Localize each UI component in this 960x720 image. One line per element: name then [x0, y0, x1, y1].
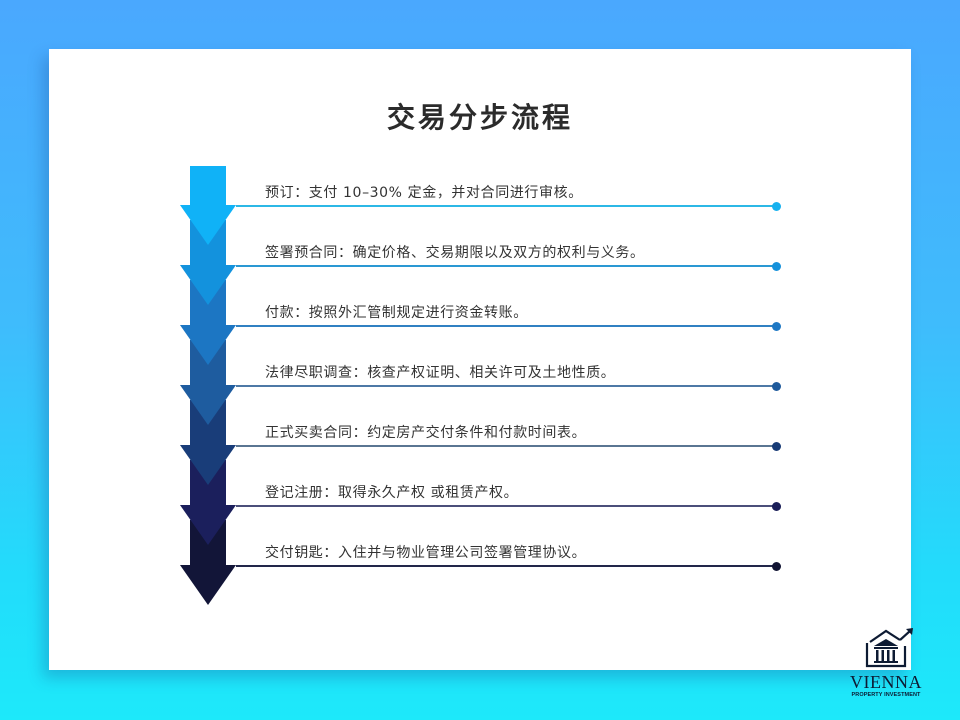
- step-item: 预订：支付 10–30% 定金，并对合同进行审核。: [236, 185, 781, 229]
- arrow-down-icon: [180, 385, 236, 425]
- step-item: 正式买卖合同：约定房产交付条件和付款时间表。: [236, 425, 781, 469]
- step-connector-line: [236, 505, 776, 507]
- step-end-dot: [772, 501, 781, 511]
- step-label: 签署预合同：确定价格、交易期限以及双方的权利与义务。: [265, 245, 645, 261]
- step-connector-line: [236, 565, 776, 567]
- arrow-shaft: [190, 166, 226, 205]
- step-label: 登记注册：取得永久产权 或租赁产权。: [265, 485, 519, 501]
- step-label: 正式买卖合同：约定房产交付条件和付款时间表。: [265, 425, 587, 441]
- step-end-dot: [772, 321, 781, 331]
- step-label: 法律尽职调查：核查产权证明、相关许可及土地性质。: [265, 365, 616, 381]
- arrow-down-icon: [180, 205, 236, 245]
- logo-name: VIENNA: [850, 672, 922, 692]
- slide-title: 交易分步流程: [386, 101, 573, 134]
- step-end-dot: [772, 201, 781, 211]
- step-connector-line: [236, 385, 776, 387]
- step-label: 预订：支付 10–30% 定金，并对合同进行审核。: [265, 185, 583, 201]
- arrow-down-icon: [180, 265, 236, 305]
- step-label: 交付钥匙：入住并与物业管理公司签署管理协议。: [265, 545, 587, 561]
- step-label: 付款：按照外汇管制规定进行资金转账。: [265, 305, 528, 321]
- step-arrow: [180, 166, 236, 245]
- company-logo: VIENNA PROPERTY INVESTMENT: [842, 626, 930, 702]
- arrow-down-icon: [180, 445, 236, 485]
- arrow-down-icon: [180, 325, 236, 365]
- step-connector-line: [236, 445, 776, 447]
- arrow-down-icon: [180, 565, 236, 605]
- step-item: 登记注册：取得永久产权 或租赁产权。: [236, 485, 781, 529]
- step-item: 法律尽职调查：核查产权证明、相关许可及土地性质。: [236, 365, 781, 409]
- step-end-dot: [772, 261, 781, 271]
- step-item: 签署预合同：确定价格、交易期限以及双方的权利与义务。: [236, 245, 781, 289]
- step-connector-line: [236, 205, 776, 207]
- step-item: 付款：按照外汇管制规定进行资金转账。: [236, 305, 781, 349]
- step-end-dot: [772, 441, 781, 451]
- arrow-down-icon: [180, 505, 236, 545]
- step-end-dot: [772, 561, 781, 571]
- step-connector-line: [236, 265, 776, 267]
- step-item: 交付钥匙：入住并与物业管理公司签署管理协议。: [236, 545, 781, 589]
- logo-subtitle: PROPERTY INVESTMENT: [851, 692, 921, 698]
- building-growth-icon: [865, 628, 913, 668]
- step-end-dot: [772, 381, 781, 391]
- step-connector-line: [236, 325, 776, 327]
